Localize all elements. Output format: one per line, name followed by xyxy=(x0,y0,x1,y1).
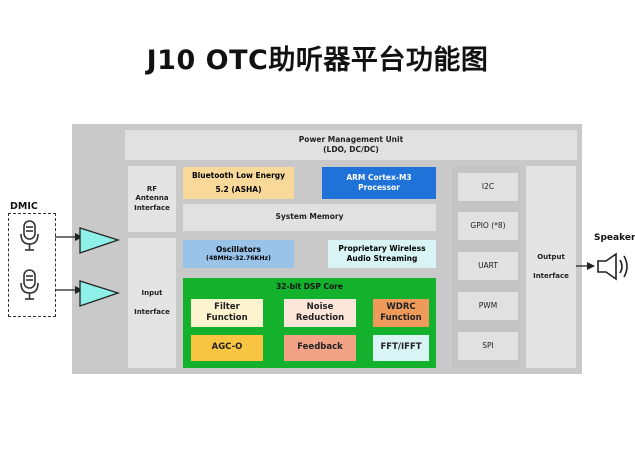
amplifier-icon xyxy=(79,280,121,307)
peripheral-gpio: GPIO (*8) xyxy=(458,212,518,240)
microphone-icons xyxy=(20,220,39,300)
speaker-label: Speaker xyxy=(594,233,635,243)
microphone-icon xyxy=(20,269,39,300)
peripheral-pwm: PWM xyxy=(458,292,518,320)
feedback: Feedback xyxy=(284,335,356,361)
dsp-core-title: 32-bit DSP Core xyxy=(276,282,343,291)
agc-o: AGC-O xyxy=(191,335,263,361)
dmic-group xyxy=(8,213,56,317)
page-title: J10 OTC助听器平台功能图 xyxy=(146,45,489,76)
speaker-icon xyxy=(597,252,628,281)
fft-ifft: FFT/IFFT xyxy=(373,335,429,361)
oscillators: Oscillators(48MHz-32.76KHz) xyxy=(183,240,294,268)
peripheral-spi: SPI xyxy=(458,332,518,360)
peripheral-uart: UART xyxy=(458,252,518,280)
dmic-label: DMIC xyxy=(10,201,38,212)
system-memory: System Memory xyxy=(183,204,436,231)
power-management-unit: Power Management Unit(LDO, DC/DC) xyxy=(125,130,577,160)
microphone-icon xyxy=(20,220,39,251)
amplifier-icon xyxy=(79,227,121,254)
peripheral-i2c: I2C xyxy=(458,173,518,201)
